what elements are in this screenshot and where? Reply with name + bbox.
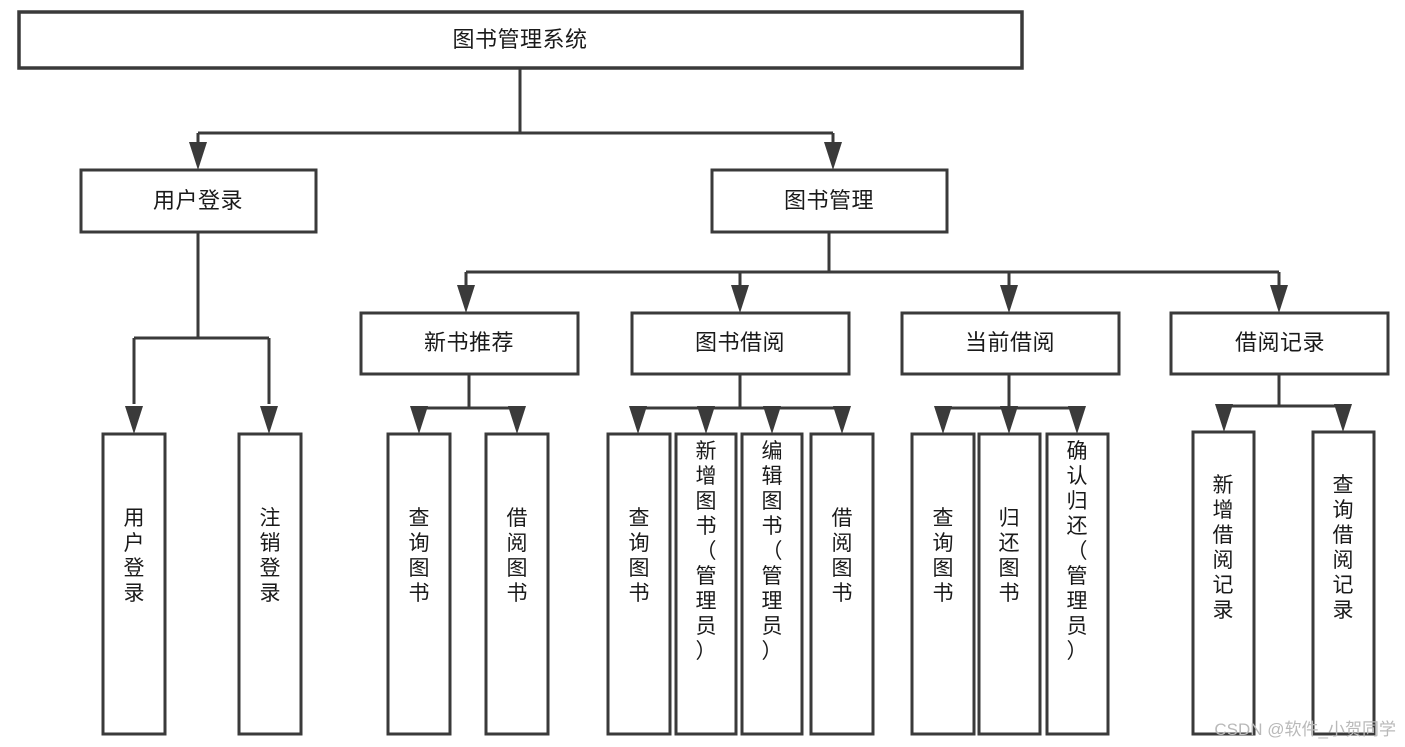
node-leaf-confirm-return-label: 确认归还（管理员） [1067,440,1088,663]
arrow-head-leaf-add-record [1215,404,1233,432]
node-borrow-record-box[interactable] [1169,311,1390,376]
connectors-user-login-to-leaves [125,232,278,434]
arrow-head-book-manage [824,142,842,170]
node-book-borrow-box[interactable] [630,311,851,376]
connectors-borrow-record-to-leaves [1215,374,1352,432]
node-leaf-add-book-box[interactable] [674,432,738,736]
node-leaf-confirm-return-box[interactable] [1045,432,1110,736]
node-leaf-add-record-label: 新增借阅记录 [1213,474,1234,622]
arrow-head-leaf-query-book-3 [934,406,952,434]
node-leaf-confirm-return[interactable]: 确认归还（管理员） [1045,432,1110,736]
node-leaf-query-book-2-label: 查询图书 [629,507,650,605]
node-leaf-add-record[interactable]: 新增借阅记录 [1191,430,1256,736]
arrow-head-leaf-query-record [1334,404,1352,432]
arrow-head-borrow-record [1270,285,1288,313]
node-root[interactable]: 图书管理系统 [17,10,1024,70]
node-leaf-logout-box[interactable] [237,432,303,736]
arrow-head-leaf-logout [260,406,278,434]
node-user-login-label: 用户登录 [153,188,243,213]
node-root-box[interactable] [17,10,1024,70]
node-borrow-record[interactable]: 借阅记录 [1169,311,1390,376]
node-leaf-borrow-book-1-label: 借阅图书 [507,507,528,605]
node-leaf-return-book-box[interactable] [977,432,1042,736]
node-leaf-user-login-label: 用户登录 [124,507,145,605]
node-leaf-borrow-book-2-label: 借阅图书 [832,507,853,605]
node-leaf-add-book-label: 新增图书（管理员） [696,440,717,663]
node-leaf-query-book-2[interactable]: 查询图书 [606,432,672,736]
node-book-borrow-label: 图书借阅 [695,330,785,355]
node-leaf-return-book-label: 归还图书 [999,507,1020,605]
arrow-head-book-borrow [731,285,749,313]
node-new-book-rec-box[interactable] [359,311,580,376]
node-leaf-user-login-box[interactable] [101,432,167,736]
arrow-head-user-login [189,142,207,170]
node-book-manage-box[interactable] [710,168,949,234]
node-book-borrow[interactable]: 图书借阅 [630,311,851,376]
node-new-book-rec[interactable]: 新书推荐 [359,311,580,376]
arrow-head-current-borrow [1000,285,1018,313]
node-leaf-query-book-3-box[interactable] [910,432,976,736]
node-leaf-logout[interactable]: 注销登录 [237,432,303,736]
node-leaf-edit-book-label: 编辑图书（管理员） [762,440,783,663]
arrow-head-leaf-borrow-book-2 [833,406,851,434]
node-leaf-logout-label: 注销登录 [260,507,281,605]
connectors-new-book-rec-to-leaves [410,374,526,434]
node-leaf-query-book-1-label: 查询图书 [409,507,430,605]
node-leaf-query-record-label: 查询借阅记录 [1333,474,1354,622]
node-leaf-query-book-1-box[interactable] [386,432,452,736]
node-leaf-add-book[interactable]: 新增图书（管理员） [674,432,738,736]
node-leaf-query-record[interactable]: 查询借阅记录 [1311,430,1376,736]
node-leaf-query-book-3[interactable]: 查询图书 [910,432,976,736]
node-leaf-borrow-book-1-box[interactable] [484,432,550,736]
connectors-book-manage-to-level3 [457,232,1288,313]
node-leaf-query-book-1[interactable]: 查询图书 [386,432,452,736]
node-user-login[interactable]: 用户登录 [79,168,318,234]
node-leaf-query-book-3-label: 查询图书 [933,507,954,605]
arrow-head-leaf-add-book [697,406,715,434]
node-leaf-edit-book-box[interactable] [740,432,804,736]
node-current-borrow-label: 当前借阅 [965,330,1055,355]
connectors-book-borrow-to-leaves [629,374,851,434]
node-leaf-edit-book[interactable]: 编辑图书（管理员） [740,432,804,736]
arrow-head-leaf-return-book [1000,406,1018,434]
arrow-head-leaf-edit-book [763,406,781,434]
node-new-book-rec-label: 新书推荐 [424,330,514,355]
node-leaf-query-record-box[interactable] [1311,430,1376,736]
arrow-head-new-book-rec [457,285,475,313]
node-book-manage[interactable]: 图书管理 [710,168,949,234]
node-leaf-return-book[interactable]: 归还图书 [977,432,1042,736]
node-current-borrow[interactable]: 当前借阅 [900,311,1121,376]
node-leaf-borrow-book-2-box[interactable] [809,432,875,736]
arrow-head-leaf-user-login [125,406,143,434]
node-current-borrow-box[interactable] [900,311,1121,376]
node-user-login-box[interactable] [79,168,318,234]
node-root-label: 图书管理系统 [452,27,587,52]
arrow-head-leaf-borrow-book-1 [508,406,526,434]
node-leaf-borrow-book-1[interactable]: 借阅图书 [484,432,550,736]
node-borrow-record-label: 借阅记录 [1235,330,1325,355]
arrow-head-leaf-query-book-1 [410,406,428,434]
arrow-head-leaf-confirm-return [1068,406,1086,434]
node-leaf-borrow-book-2[interactable]: 借阅图书 [809,432,875,736]
connectors-current-borrow-to-leaves [934,374,1086,434]
node-leaf-query-book-2-box[interactable] [606,432,672,736]
node-leaf-user-login[interactable]: 用户登录 [101,432,167,736]
node-book-manage-label: 图书管理 [784,188,874,213]
arrow-head-leaf-query-book-2 [629,406,647,434]
connectors-root-to-level2 [189,68,842,170]
csdn-watermark: CSDN @软件_小贺同学 [1214,720,1396,739]
node-leaf-add-record-box[interactable] [1191,430,1256,736]
